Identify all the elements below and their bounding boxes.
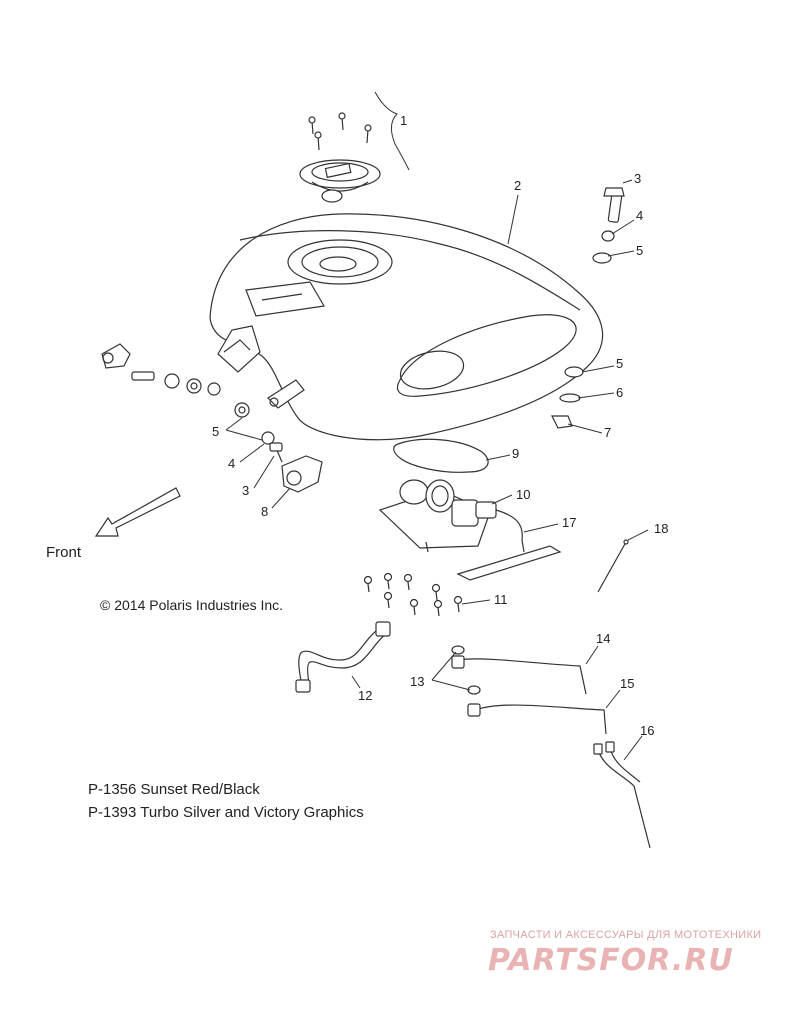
watermark-logo: PARTSFOR.RU [488, 943, 734, 978]
callout-16: 16 [640, 723, 654, 738]
callout-4-right: 4 [636, 208, 643, 223]
copyright-text: © 2014 Polaris Industries Inc. [100, 597, 284, 613]
rod [597, 541, 627, 593]
callout-2: 2 [514, 178, 521, 193]
callout-7: 7 [604, 425, 611, 440]
fuel-tank [209, 213, 604, 441]
pump-screws [363, 572, 463, 617]
callout-4-left: 4 [228, 456, 235, 471]
callout-18: 18 [654, 521, 668, 536]
fuel-pump [378, 479, 562, 581]
callout-5-left: 5 [212, 424, 219, 439]
callout-8: 8 [261, 504, 268, 519]
callout-14: 14 [596, 631, 610, 646]
callout-3-right: 3 [634, 171, 641, 186]
callout-6: 6 [616, 385, 623, 400]
callout-10: 10 [516, 487, 530, 502]
callout-15: 15 [620, 676, 634, 691]
gasket [393, 438, 489, 473]
callout-13: 13 [410, 674, 424, 689]
callout-1: 1 [400, 113, 407, 128]
front-arrow [94, 487, 181, 537]
front-label: Front [46, 544, 82, 561]
fuel-hose [295, 621, 391, 693]
callout-3-left: 3 [242, 483, 249, 498]
callout-9: 9 [512, 446, 519, 461]
callout-17: 17 [562, 515, 576, 530]
fuel-cap-assembly [299, 112, 381, 203]
color-note: P-1393 Turbo Silver and Victory Graphics [88, 804, 364, 821]
callout-12: 12 [358, 688, 372, 703]
callout-11: 11 [494, 592, 508, 607]
watermark-tagline: ЗАПЧАСТИ И АКСЕССУАРЫ ДЛЯ МОТОТЕХНИКИ [490, 929, 762, 941]
left-hardware [101, 343, 323, 493]
callout-numbers: 1 2 3 4 5 5 6 7 5 4 3 8 9 10 17 18 11 12… [212, 113, 668, 738]
leader-lines [225, 179, 649, 761]
cap-bolts [308, 112, 372, 151]
callout-5-right-top: 5 [636, 243, 643, 258]
callout-5-right-mid: 5 [616, 356, 623, 371]
vent-lines [451, 645, 651, 849]
color-note: P-1356 Sunset Red/Black [88, 781, 260, 798]
